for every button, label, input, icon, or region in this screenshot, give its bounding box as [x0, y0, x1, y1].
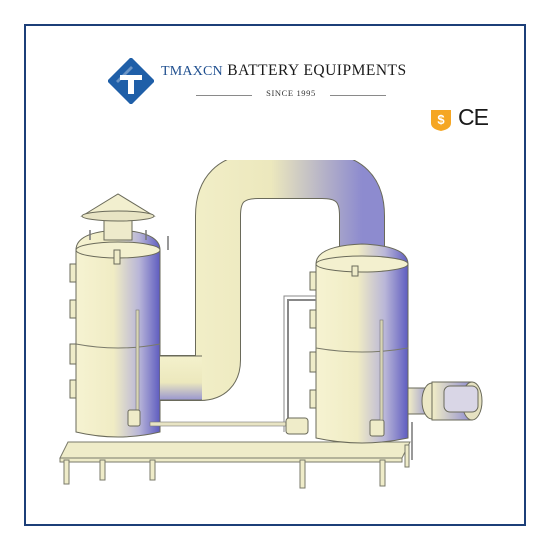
- dollar-shield-icon: $: [431, 110, 451, 131]
- image-border: [24, 24, 526, 526]
- brand-tagline-row: SINCE 1995: [196, 88, 386, 102]
- tagline-rule-left: [196, 95, 252, 96]
- right-tower: [149, 243, 409, 444]
- left-tower: [69, 193, 169, 438]
- brand-name-prefix: TMAXCN: [161, 64, 223, 79]
- brand-tagline: SINCE 1995: [266, 88, 316, 98]
- brand-name-rest: BATTERY EQUIPMENTS: [227, 62, 407, 79]
- tagline-rule-right: [330, 95, 386, 96]
- brand-name: TMAXCN BATTERY EQUIPMENTS: [161, 62, 407, 80]
- ce-mark: CE: [458, 104, 489, 130]
- brand-logo-icon: [108, 58, 154, 104]
- svg-text:$: $: [437, 112, 445, 127]
- exhaust-fan: [407, 381, 483, 460]
- base-frame: [59, 441, 411, 489]
- scrubber-illustration: [59, 160, 483, 489]
- connecting-duct: [160, 160, 385, 401]
